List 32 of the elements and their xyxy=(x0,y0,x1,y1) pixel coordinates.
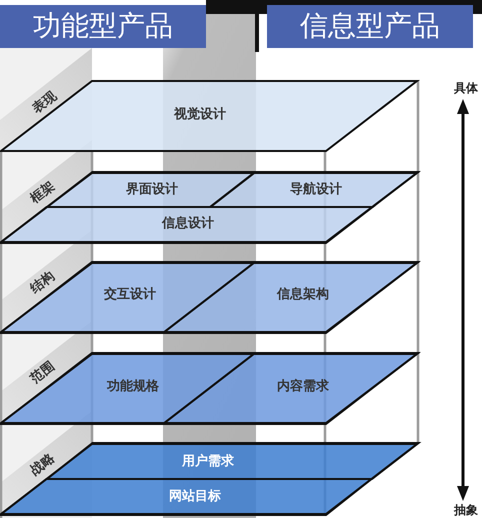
plane-label: 网站目标 xyxy=(169,489,221,505)
plane-section xyxy=(163,262,418,333)
axis-label: 抽象 xyxy=(454,502,478,518)
plane-section xyxy=(163,353,418,424)
plane-label: 界面设计 xyxy=(126,182,178,198)
plane-label: 信息架构 xyxy=(277,287,329,303)
plane-section xyxy=(0,207,373,243)
plane-label: 信息设计 xyxy=(162,216,214,232)
layer-plane xyxy=(0,262,418,333)
layer-plane xyxy=(0,80,418,152)
header-banner xyxy=(267,5,473,48)
plane-label: 内容需求 xyxy=(277,379,329,395)
plane-label: 交互设计 xyxy=(104,287,156,303)
plane-section xyxy=(0,479,372,515)
layer-plane xyxy=(0,172,418,243)
plane-label: 视觉设计 xyxy=(174,107,226,123)
layer-name: 结构 xyxy=(28,268,58,298)
layer-name: 范围 xyxy=(28,358,58,388)
plane-label: 功能规格 xyxy=(107,379,159,395)
plane-section xyxy=(210,172,418,207)
plane-section xyxy=(0,353,255,424)
header-banner xyxy=(0,5,206,48)
header-title: 功能型产品 xyxy=(33,11,173,42)
plane-label: 用户需求 xyxy=(182,454,234,470)
layer-name: 表现 xyxy=(30,88,60,118)
layer-name: 框架 xyxy=(28,178,58,208)
axis-label: 具体 xyxy=(454,80,478,96)
plane-section xyxy=(0,262,255,333)
plane-label: 导航设计 xyxy=(290,182,342,198)
layer-name: 战略 xyxy=(28,450,58,480)
layer-plane xyxy=(0,353,418,424)
header-title: 信息型产品 xyxy=(300,11,440,42)
